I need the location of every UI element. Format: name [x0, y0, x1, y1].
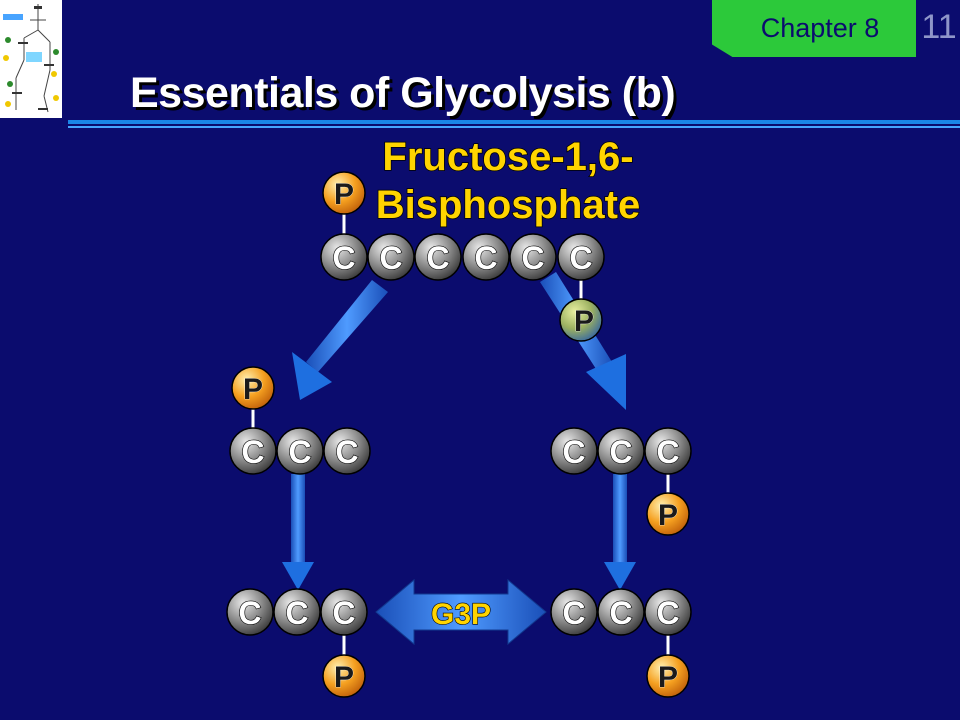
chapter-label: Chapter 8	[760, 13, 880, 43]
carbon-atom: C	[509, 233, 557, 281]
svg-text:C: C	[285, 595, 308, 631]
svg-text:C: C	[521, 240, 544, 276]
carbon-chain-g3p-left: C C C	[226, 588, 368, 636]
convert-arrow-left	[282, 474, 314, 590]
chapter-tab	[712, 0, 916, 57]
carbon-atom: C	[550, 427, 598, 475]
carbon-chain-dhap: C C C	[229, 427, 371, 475]
svg-text:C: C	[332, 240, 355, 276]
phosphate-dhap: P	[231, 366, 275, 410]
carbon-atom: C	[226, 588, 274, 636]
svg-text:C: C	[238, 595, 261, 631]
svg-text:C: C	[474, 240, 497, 276]
svg-text:P: P	[658, 661, 678, 694]
svg-text:C: C	[656, 595, 679, 631]
carbon-atom: C	[323, 427, 371, 475]
carbon-atom: C	[557, 233, 605, 281]
molecule-name-line1: Fructose-1,6-	[382, 135, 633, 179]
svg-text:P: P	[334, 661, 354, 694]
svg-text:C: C	[609, 595, 632, 631]
molecule-name-line2: Bisphosphate	[376, 183, 640, 227]
convert-arrow-right	[604, 474, 636, 590]
carbon-atom: C	[320, 233, 368, 281]
svg-text:P: P	[574, 305, 594, 338]
carbon-atom: C	[414, 233, 462, 281]
carbon-atom: C	[273, 588, 321, 636]
title-underline	[68, 120, 960, 124]
svg-text:C: C	[609, 434, 632, 470]
svg-text:C: C	[426, 240, 449, 276]
phosphate-g3p-left: P	[322, 654, 366, 698]
carbon-atom: C	[229, 427, 277, 475]
phosphate-g3p-right: P	[646, 654, 690, 698]
slide-title: Essentials of Glycolysis (b)	[130, 69, 676, 117]
svg-text:C: C	[569, 240, 592, 276]
carbon-atom: C	[462, 233, 510, 281]
split-arrow-left	[292, 280, 388, 400]
phosphate-top-left: P	[322, 171, 366, 215]
svg-text:C: C	[562, 434, 585, 470]
title-underline-thin	[68, 126, 960, 128]
carbon-atom: C	[644, 427, 692, 475]
carbon-atom: C	[320, 588, 368, 636]
svg-text:P: P	[658, 499, 678, 532]
svg-text:C: C	[332, 595, 355, 631]
phosphate-g3p-upper: P	[646, 492, 690, 536]
svg-text:C: C	[379, 240, 402, 276]
phosphate-top-right: P	[559, 298, 603, 342]
svg-text:C: C	[562, 595, 585, 631]
carbon-atom: C	[276, 427, 324, 475]
bonds	[251, 214, 670, 656]
svg-text:P: P	[334, 178, 354, 211]
g3p-label: G3P	[431, 598, 491, 631]
svg-text:C: C	[288, 434, 311, 470]
carbon-atom: C	[644, 588, 692, 636]
carbon-atom: C	[367, 233, 415, 281]
g3p-equilibrium-arrow	[375, 578, 547, 646]
svg-text:P: P	[243, 373, 263, 406]
pathway-thumbnail-icon	[0, 0, 62, 118]
svg-text:C: C	[241, 434, 264, 470]
page-number: 11	[921, 8, 957, 46]
carbon-chain-g3p-right: C C C	[550, 588, 692, 636]
carbon-atom: C	[550, 588, 598, 636]
carbon-atom: C	[597, 588, 645, 636]
svg-text:C: C	[335, 434, 358, 470]
carbon-chain-g3p-upper: C C C	[550, 427, 692, 475]
svg-text:C: C	[656, 434, 679, 470]
carbon-chain-six: C C C C C C	[320, 233, 605, 281]
carbon-atom: C	[597, 427, 645, 475]
